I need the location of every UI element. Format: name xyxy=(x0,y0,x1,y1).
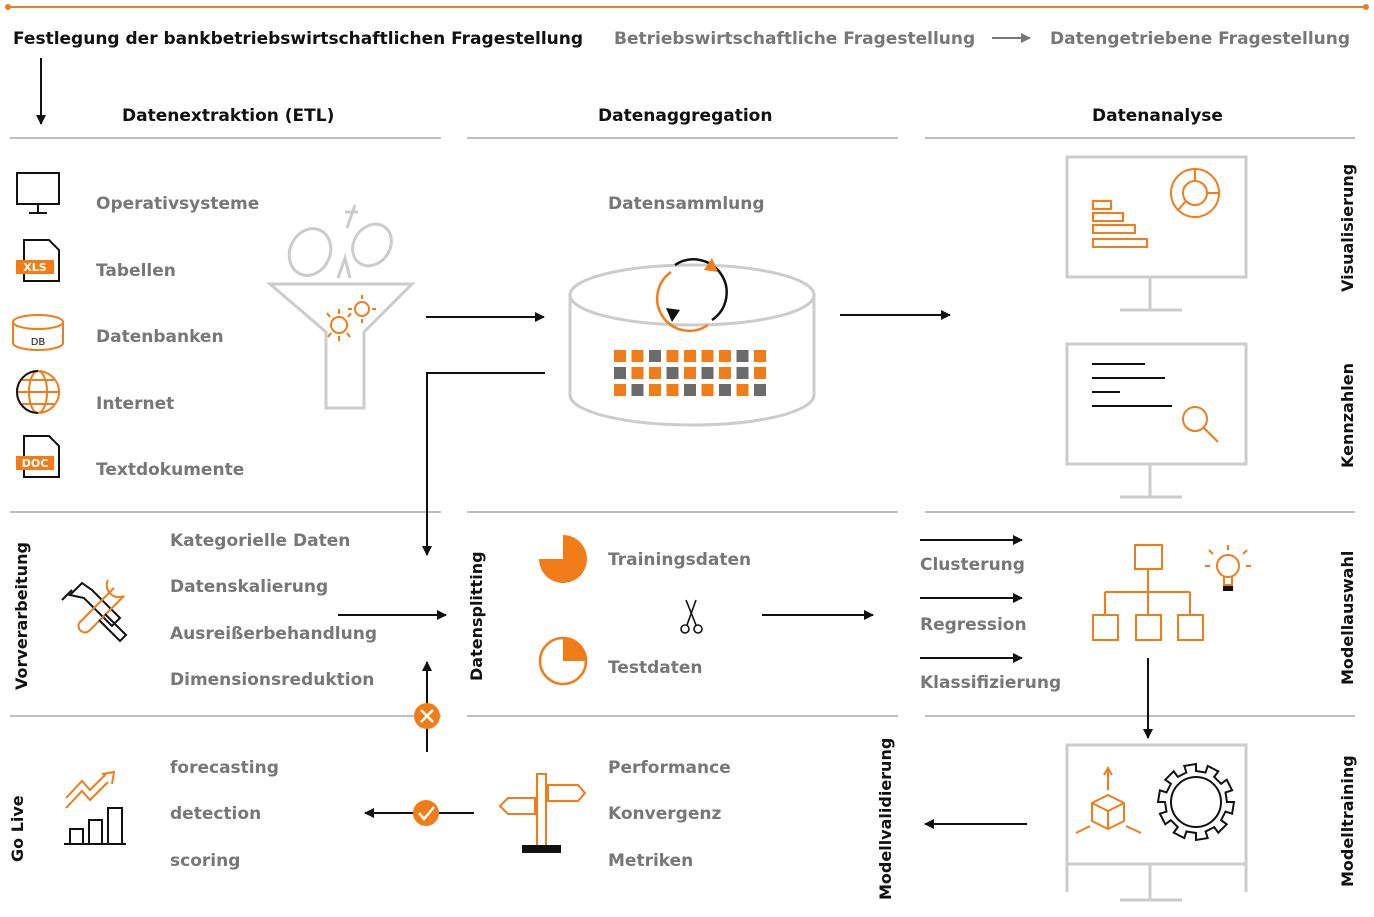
golive-scoring: scoring xyxy=(170,851,241,871)
svg-text:DOC: DOC xyxy=(22,457,49,470)
vorverarbeitung-label: Vorverarbeitung xyxy=(12,542,31,690)
validation-metriken: Metriken xyxy=(608,851,694,871)
data-square xyxy=(631,350,644,362)
source-textdokumente: Textdokumente xyxy=(96,460,245,480)
business-question: Betriebswirtschaftliche Fragestellung xyxy=(614,29,976,49)
data-square xyxy=(666,367,679,379)
data-square xyxy=(614,350,626,362)
gear-icon xyxy=(1156,762,1236,842)
main-question: Festlegung der bankbetriebswirtschaftlic… xyxy=(13,29,584,49)
data-squares-grid xyxy=(614,350,766,396)
modellvalidierung-label: Modellvalidierung xyxy=(876,737,895,900)
modelltraining-label: Modelltraining xyxy=(1338,755,1357,887)
top-rule xyxy=(5,4,1369,10)
test-pie-icon xyxy=(538,636,588,686)
data-square xyxy=(719,384,731,396)
data-square xyxy=(701,384,714,396)
data-square xyxy=(631,384,644,396)
source-operativsysteme: Operativsysteme xyxy=(96,194,260,214)
data-square xyxy=(631,367,644,379)
validation-konvergenz: Konvergenz xyxy=(608,804,722,824)
lightbulb-icon xyxy=(1205,545,1251,591)
data-square xyxy=(754,350,766,362)
data-square xyxy=(719,367,731,379)
data-square xyxy=(666,384,679,396)
svg-text:DB: DB xyxy=(31,337,46,348)
data-square xyxy=(701,350,714,362)
data-square xyxy=(684,367,696,379)
data-square xyxy=(719,350,731,362)
data-collection-cylinder xyxy=(568,258,816,427)
signpost-icon xyxy=(498,773,587,853)
testdaten-label: Testdaten xyxy=(608,658,703,678)
data-square xyxy=(754,367,766,379)
visualisierung-label: Visualisierung xyxy=(1338,163,1357,292)
kennzahlen-label: Kennzahlen xyxy=(1338,363,1357,468)
prep-item-dimension: Dimensionsreduktion xyxy=(170,670,375,690)
prep-item-skalierung: Datenskalierung xyxy=(170,577,329,597)
golive-label: Go Live xyxy=(8,795,27,862)
scissors-icon xyxy=(680,599,703,634)
funnel-icon xyxy=(265,204,416,410)
data-square xyxy=(649,350,661,362)
header-etl: Datenextraktion (ETL) xyxy=(122,106,335,126)
data-square xyxy=(614,384,626,396)
data-square xyxy=(736,350,749,362)
data-driven-question: Datengetriebene Fragestellung xyxy=(1050,29,1351,49)
model-klassifizierung: Klassifizierung xyxy=(920,673,1062,693)
data-square xyxy=(684,384,696,396)
kpi-monitor xyxy=(1065,342,1248,499)
arrow-aggregation-to-preprocessing xyxy=(422,372,545,556)
prep-item-ausreisser: Ausreißerbehandlung xyxy=(170,624,378,644)
globe-icon xyxy=(16,370,60,414)
data-square xyxy=(754,384,766,396)
database-icon: DB xyxy=(12,314,64,351)
header-aggregation: Datenaggregation xyxy=(598,106,773,126)
section-rules xyxy=(10,137,1355,717)
svg-text:XLS: XLS xyxy=(23,261,46,274)
growth-chart-icon xyxy=(64,770,126,845)
data-square xyxy=(736,384,749,396)
model-clusterung: Clusterung xyxy=(920,555,1025,575)
data-square xyxy=(736,367,749,379)
source-datenbanken: Datenbanken xyxy=(96,327,224,347)
check-icon xyxy=(413,800,439,826)
data-square xyxy=(649,367,661,379)
modellauswahl-label: Modellauswahl xyxy=(1338,550,1357,685)
datensammlung-label: Datensammlung xyxy=(608,194,765,214)
model-regression: Regression xyxy=(920,615,1027,635)
data-square xyxy=(649,384,661,396)
tools-icon xyxy=(61,579,128,643)
monitor-icon xyxy=(16,172,60,214)
golive-detection: detection xyxy=(170,804,262,824)
data-square xyxy=(684,350,696,362)
hierarchy-icon xyxy=(1092,544,1204,641)
data-square xyxy=(666,350,679,362)
golive-forecasting: forecasting xyxy=(170,758,279,778)
data-square xyxy=(701,367,714,379)
header-analysis: Datenanalyse xyxy=(1092,106,1223,126)
source-tabellen: Tabellen xyxy=(96,261,176,281)
datensplitting-label: Datensplitting xyxy=(467,551,486,681)
source-internet: Internet xyxy=(96,394,175,414)
validation-performance: Performance xyxy=(608,758,731,778)
reject-icon xyxy=(414,703,440,729)
visualization-monitor xyxy=(1065,155,1248,312)
prep-item-kategorielle: Kategorielle Daten xyxy=(170,531,351,551)
doc-file-icon: DOC xyxy=(16,435,60,478)
xls-file-icon: XLS xyxy=(16,239,60,282)
training-pie-icon xyxy=(539,535,587,583)
data-square xyxy=(614,367,626,379)
training-monitor xyxy=(1065,743,1248,902)
trainingsdaten-label: Trainingsdaten xyxy=(608,550,752,570)
